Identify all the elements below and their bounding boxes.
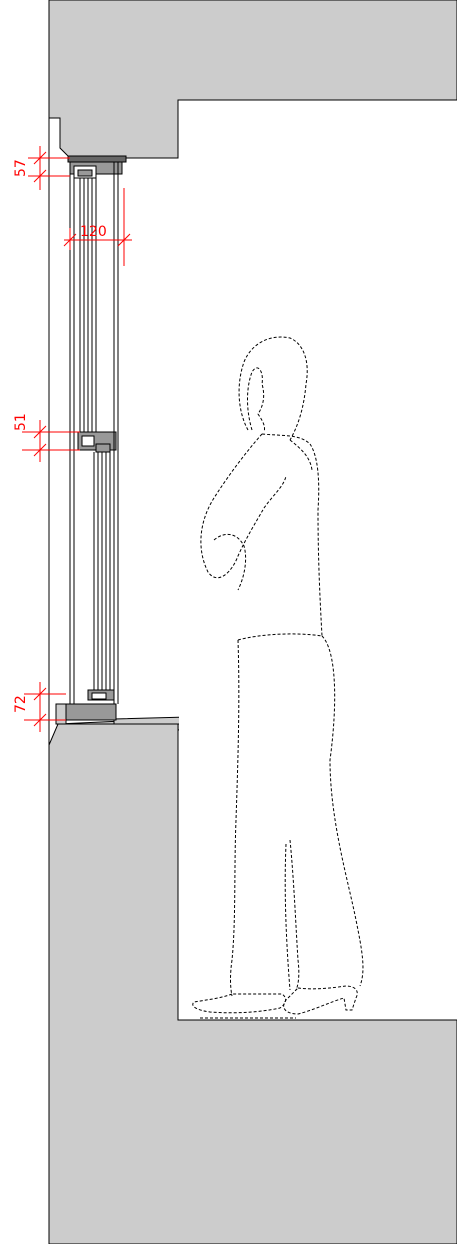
dimension-labels: 57 120 51 72	[13, 159, 107, 713]
figure-shoe-front	[192, 993, 287, 1014]
figure-waist	[237, 633, 323, 641]
figure-inner-leg-2	[284, 843, 291, 991]
window-sill-frame	[55, 689, 117, 725]
figure-arm	[200, 433, 287, 579]
figure-leg-back	[321, 635, 364, 987]
frame-depth-label: 120	[80, 224, 107, 240]
figure-torso	[261, 433, 323, 637]
window-transom-frame	[77, 431, 117, 453]
figure-shoe-back	[283, 985, 358, 1015]
figure-face	[247, 367, 265, 433]
window-head-frame	[67, 155, 127, 179]
figure-leg-front	[230, 639, 240, 997]
figure-forearm	[213, 533, 247, 591]
dimension-annotations	[22, 146, 132, 732]
room-interior	[179, 101, 457, 1019]
head-height-label: 57	[13, 159, 29, 177]
transom-height-label: 51	[13, 413, 29, 431]
glazing-lines	[69, 162, 119, 704]
figure-inner-leg	[289, 839, 300, 991]
figure-hood	[238, 336, 308, 441]
sill-height-label: 72	[13, 695, 29, 713]
standing-person-figure	[192, 336, 364, 1019]
